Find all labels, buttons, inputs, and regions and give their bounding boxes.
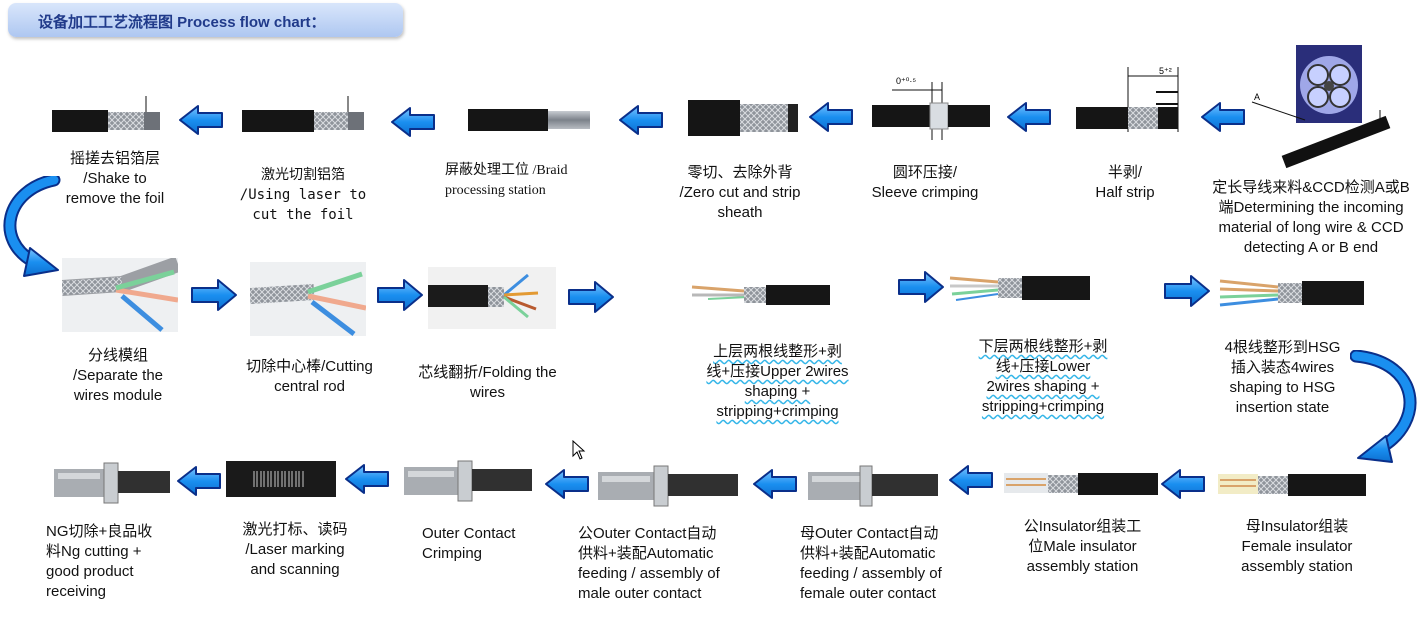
flow-arrow-left — [809, 102, 853, 132]
mouse-cursor-icon — [572, 440, 586, 460]
flow-arrow-left — [177, 466, 221, 496]
zero-cut-cable — [688, 100, 798, 136]
braid-cable — [468, 109, 590, 131]
flow-arrow-left — [1161, 469, 1205, 499]
flow-arrow-right — [898, 271, 944, 303]
flow-arrow-left — [949, 465, 993, 495]
flow-arrow-right — [191, 279, 237, 311]
female-outer-photo — [808, 462, 940, 508]
four-wires-photo — [1216, 273, 1366, 313]
lower-wires-photo — [946, 268, 1092, 308]
flow-arrow-left — [619, 105, 663, 135]
outer-crimp-photo — [404, 455, 534, 507]
flow-arrow-right — [568, 281, 614, 313]
shake-foil-cable — [52, 96, 160, 132]
half-strip-dimension: 5⁺² — [1159, 66, 1172, 76]
step-laser-foil-label: 激光切割铝箔 /Using laser to cut the foil — [239, 167, 367, 223]
upper-wires-photo — [688, 275, 832, 311]
flow-arrow-left — [1007, 102, 1051, 132]
fold-wires-photo — [428, 267, 556, 329]
step-female-outer-label: 母Outer Contact自动 供料+装配Automatic feeding … — [800, 525, 942, 602]
flow-arrow-right — [377, 279, 423, 311]
laser-foil-cable — [242, 96, 364, 132]
step-zero-cut-label: 零切、去除外背 /Zero cut and strip sheath — [679, 164, 801, 221]
step-fold-label: 芯线翻折/Folding the wires — [418, 364, 557, 401]
female-insulator-photo — [1216, 468, 1368, 502]
step-male-ins-label: 公Insulator组装工 位Male insulator assembly s… — [1023, 518, 1142, 575]
half-strip-cable: 5⁺² — [1076, 66, 1179, 132]
step-ng-cut-label: NG切除+良品收 料Ng cutting + good product rece… — [46, 523, 153, 600]
sleeve-crimp-cable: 0⁺⁰·⁵ — [872, 76, 990, 140]
step-half-strip-label: 半剥/ Half strip — [1095, 164, 1155, 201]
male-insulator-photo — [1002, 467, 1160, 501]
flow-arrow-left — [1201, 102, 1245, 132]
incoming-cable: A — [1251, 92, 1391, 169]
male-outer-photo — [598, 462, 740, 508]
step-hsg-4-label: 4根线整形到HSG 插入装态4wires shaping to HSG inse… — [1224, 339, 1341, 416]
step-lower-2-label: 下层两根线整形+剥 线+压接Lower 2wires shaping + str… — [978, 338, 1108, 415]
cut-rod-photo — [250, 262, 366, 336]
step-separate-label: 分线模组 /Separate the wires module — [72, 347, 164, 404]
step-female-ins-label: 母Insulator组装 Female insulator assembly s… — [1241, 518, 1353, 575]
step-upper-2-label: 上层两根线整形+剥 线+压接Upper 2wires shaping + str… — [706, 343, 849, 420]
ng-cut-photo — [54, 457, 172, 509]
step-shake-foil-label: 摇搓去铝箔层 /Shake to remove the foil — [65, 150, 165, 207]
step-cut-rod-label: 切除中心棒/Cutting central rod — [246, 358, 373, 395]
flow-arrow-left — [179, 105, 223, 135]
flow-arrow-left — [545, 469, 589, 499]
flow-arrow-left — [753, 469, 797, 499]
laser-mark-photo — [226, 461, 336, 497]
step-sleeve-crimp-label: 圆环压接/ Sleeve crimping — [871, 164, 979, 201]
title-banner: 设备加工工艺流程图 Process flow chart： — [8, 3, 403, 37]
sleeve-dimension: 0⁺⁰·⁵ — [896, 76, 916, 86]
step-braid-label: 屏蔽处理工位 /Braid processing station — [445, 163, 568, 198]
flow-curve-arrow-down — [3, 176, 61, 277]
ccd-inspection-photo — [1296, 45, 1362, 123]
flow-arrow-left — [345, 464, 389, 494]
flow-arrow-right — [1164, 275, 1210, 307]
step-incoming-label: 定长导线来料&CCD检测A或B 端Determining the incomin… — [1212, 179, 1410, 256]
step-male-outer-label: 公Outer Contact自动 供料+装配Automatic feeding … — [578, 525, 720, 602]
page-title: 设备加工工艺流程图 Process flow chart： — [38, 14, 326, 31]
separate-wires-photo — [62, 258, 178, 332]
step-laser-mark-label: 激光打标、读码 /Laser marking and scanning — [242, 521, 348, 578]
end-a-marker: A — [1254, 92, 1260, 102]
flow-curve-arrow-down — [1350, 350, 1417, 463]
step-outer-crimp-label: Outer Contact Crimping — [422, 525, 516, 562]
flow-arrow-left — [391, 107, 435, 137]
